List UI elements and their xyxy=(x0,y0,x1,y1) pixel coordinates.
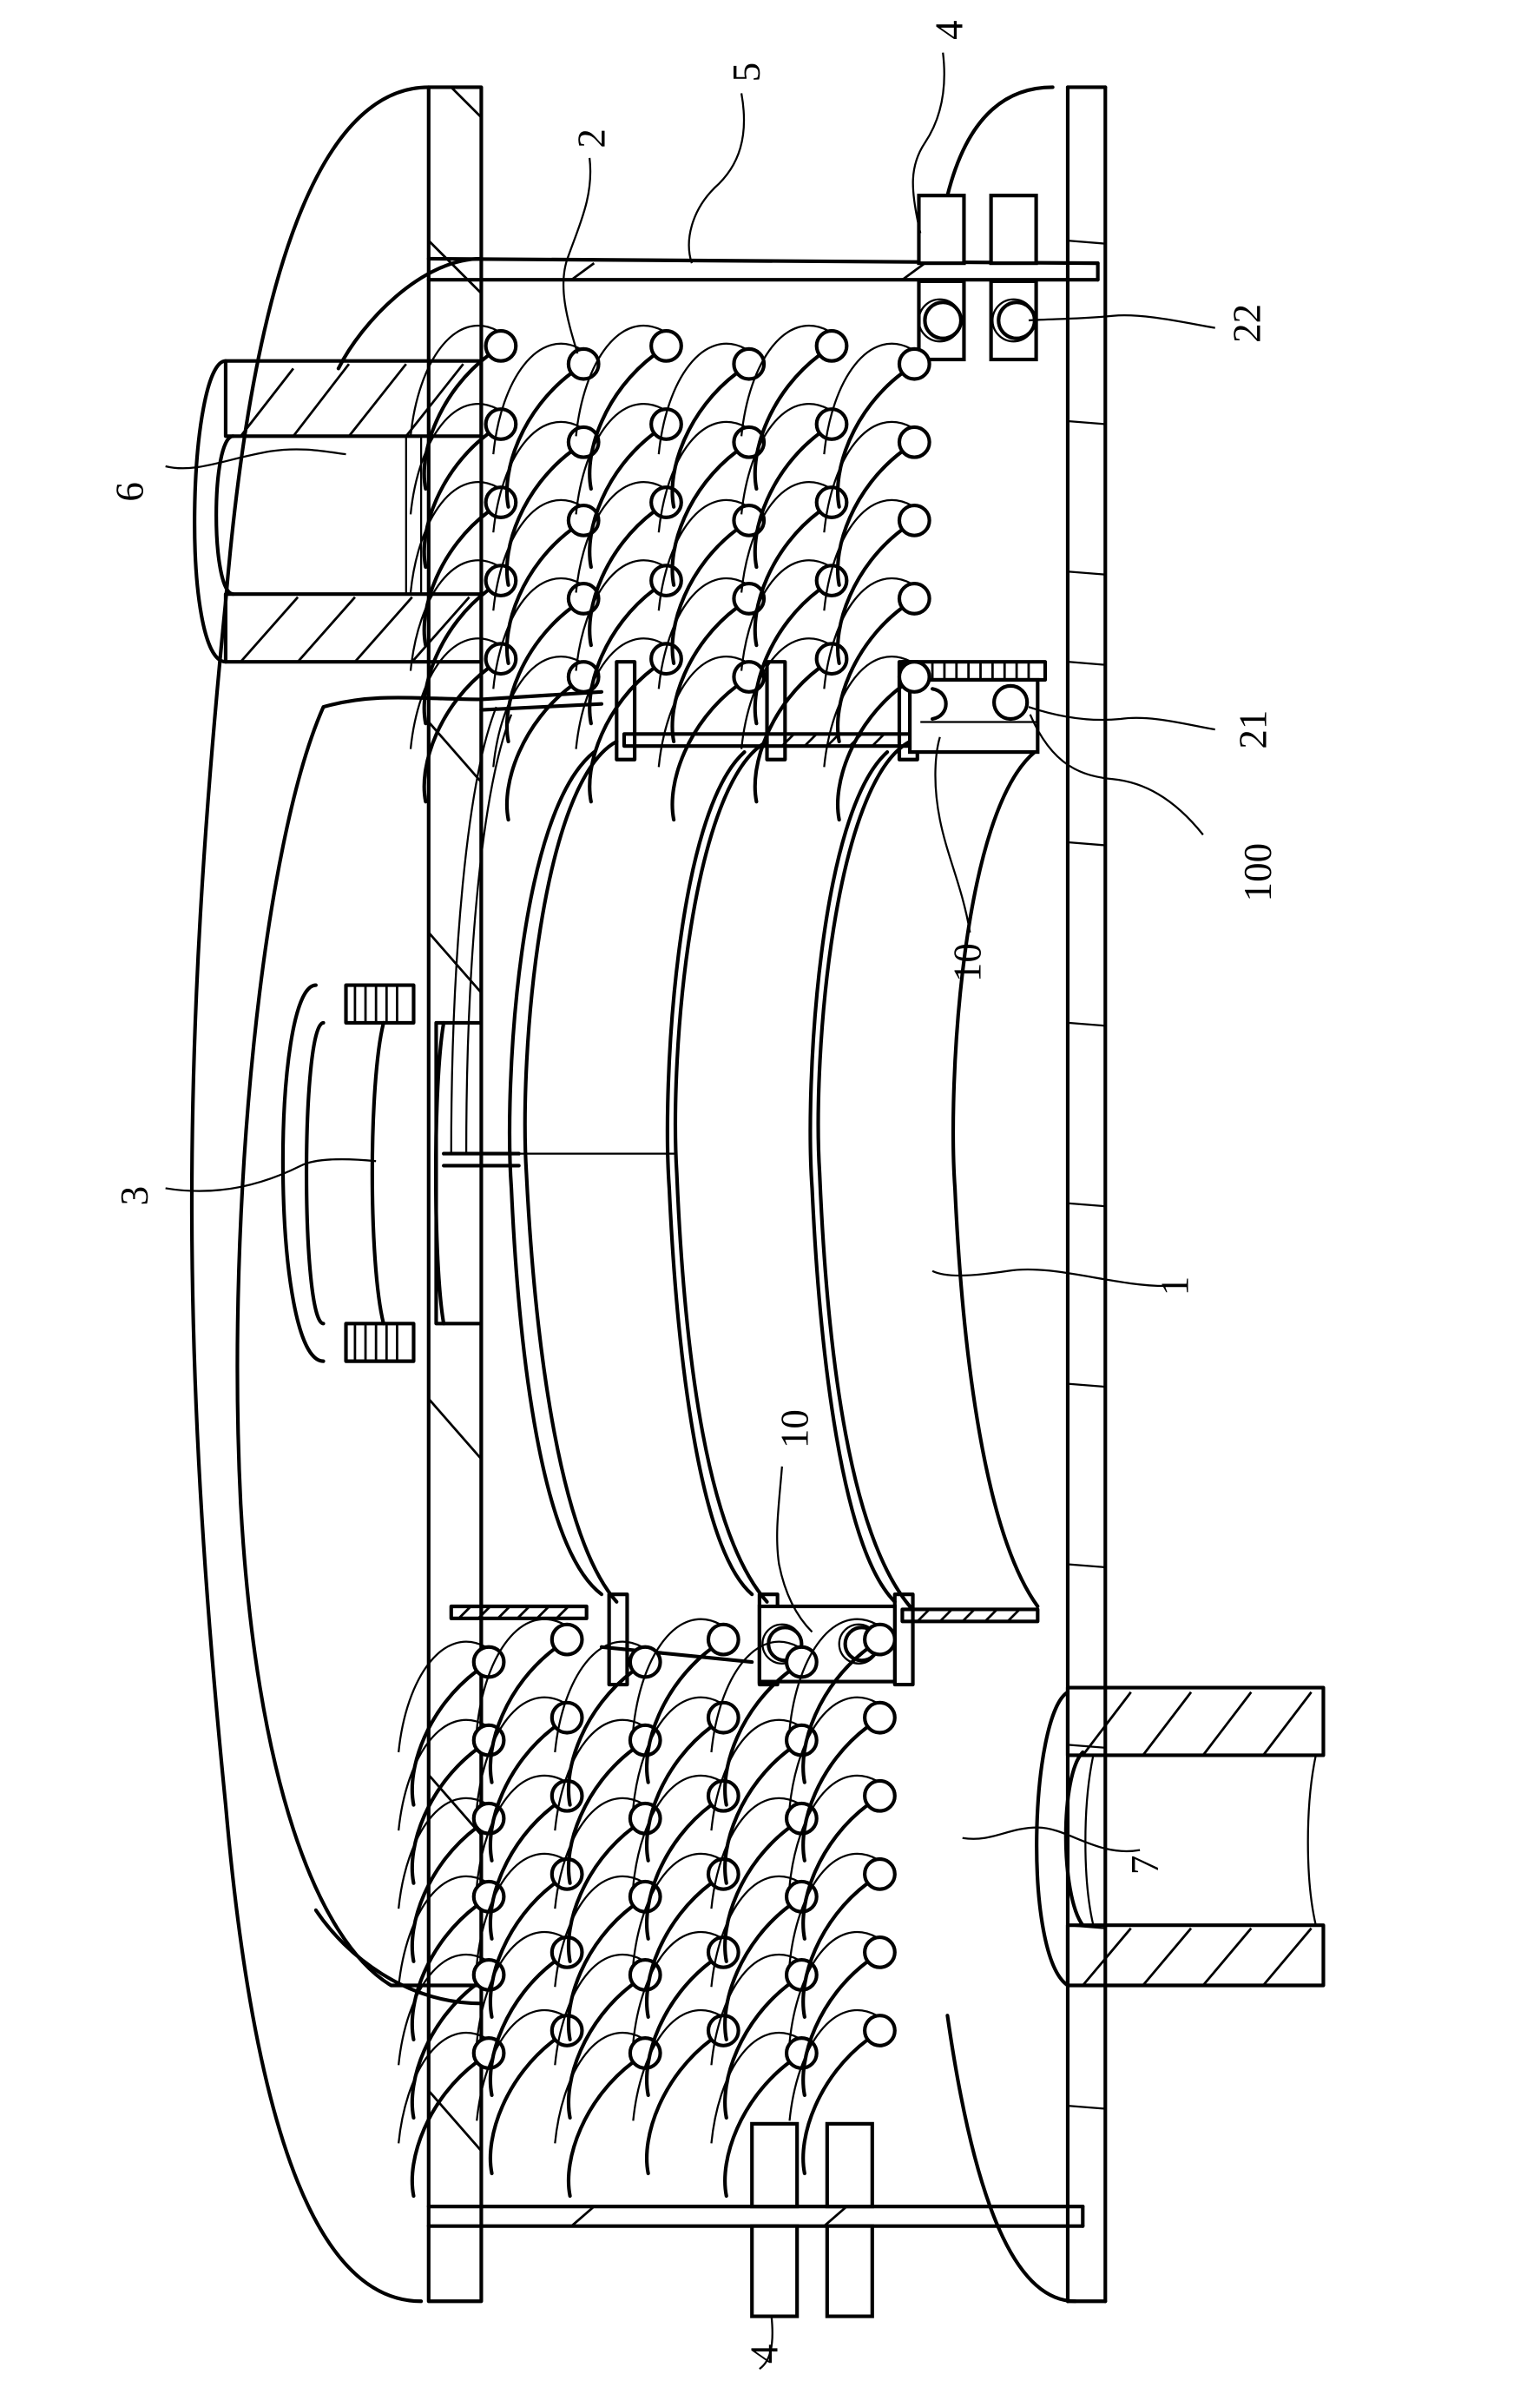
label-5: 5 xyxy=(725,63,768,82)
label-6: 6 xyxy=(109,482,152,502)
coil-tube xyxy=(673,686,737,820)
coil-tube xyxy=(412,1906,477,2040)
label-100: 100 xyxy=(1236,843,1280,902)
leader-lines xyxy=(166,53,1215,2370)
coil-tube xyxy=(755,590,819,723)
coil-tube xyxy=(838,373,902,507)
coil-tube-end xyxy=(865,1625,895,1655)
coil-bundle-bottom xyxy=(398,1619,895,2196)
coil-tube xyxy=(507,608,571,742)
right-wall xyxy=(1068,87,1105,2301)
coil-tube-end xyxy=(708,1703,739,1733)
coil-tube-end xyxy=(708,1625,739,1655)
coil-tube xyxy=(569,1984,633,2118)
coil-tube xyxy=(412,1828,477,1962)
coil-tube xyxy=(507,530,571,663)
coil-tube xyxy=(589,433,654,567)
coil-tube-end xyxy=(552,1625,582,1655)
coil-tube xyxy=(569,2062,633,2196)
coil-tube-end xyxy=(552,1703,582,1733)
central-port xyxy=(283,986,519,1362)
coil-tube-end xyxy=(899,427,930,458)
coil-tube-end xyxy=(865,1859,895,1889)
coil-tube xyxy=(412,2062,477,2196)
coil-tube xyxy=(424,511,489,645)
coil-tube xyxy=(673,608,737,742)
coil-tube xyxy=(673,373,737,507)
coil-tube xyxy=(755,355,819,489)
coil-tube xyxy=(755,433,819,567)
label-22: 22 xyxy=(1226,304,1269,343)
coil-tube xyxy=(838,686,902,820)
coil-tube-end xyxy=(865,1781,895,1811)
coil-tube xyxy=(507,373,571,507)
partition-plate-bottom xyxy=(429,2206,1083,2226)
coil-tube xyxy=(424,355,489,489)
coil-tube-end xyxy=(899,662,930,692)
label-7: 7 xyxy=(1123,1856,1167,1876)
support-blocks-top xyxy=(918,195,1036,359)
coil-tube-end xyxy=(865,2015,895,2046)
label-21: 21 xyxy=(1232,710,1275,749)
coil-tube xyxy=(725,1984,789,2118)
coil-tube-end xyxy=(486,331,517,361)
coil-tube-end xyxy=(865,1703,895,1733)
outlet-pipe xyxy=(1037,1688,1323,1986)
coil-tube xyxy=(412,1750,477,1883)
label-2: 2 xyxy=(569,129,613,148)
coil-tube-end xyxy=(651,331,681,361)
coil-tube xyxy=(589,355,654,489)
coil-tube-end xyxy=(899,505,930,536)
coil-tube xyxy=(673,452,737,585)
coil-tube-end xyxy=(569,349,599,379)
inlet-pipe xyxy=(194,361,481,662)
label-3: 3 xyxy=(113,1186,156,1206)
coil-tube-end xyxy=(734,349,764,379)
coil-tube-end xyxy=(899,584,930,614)
label-10-upper: 10 xyxy=(946,943,990,982)
coil-tube xyxy=(412,1671,477,1804)
coil-tube xyxy=(424,590,489,723)
coil-tube xyxy=(424,668,489,801)
coil-tube xyxy=(838,452,902,585)
coil-tube-end xyxy=(865,1937,895,1968)
coil-tube xyxy=(507,452,571,585)
main-cylinder xyxy=(451,662,1038,1685)
coil-tube xyxy=(755,511,819,645)
label-1: 1 xyxy=(1154,1276,1197,1296)
support-blocks-bottom xyxy=(752,2124,872,2317)
coil-tube xyxy=(589,511,654,645)
coil-tube xyxy=(838,608,902,742)
coil-tube-end xyxy=(817,331,847,361)
label-4-top: 4 xyxy=(928,20,971,40)
coil-tube xyxy=(673,530,737,663)
coil-tube xyxy=(838,530,902,663)
label-10-lower: 10 xyxy=(773,1409,816,1448)
label-4-bottom: 4 xyxy=(743,2344,786,2364)
coil-tube xyxy=(424,433,489,567)
coil-tube-end xyxy=(899,349,930,379)
